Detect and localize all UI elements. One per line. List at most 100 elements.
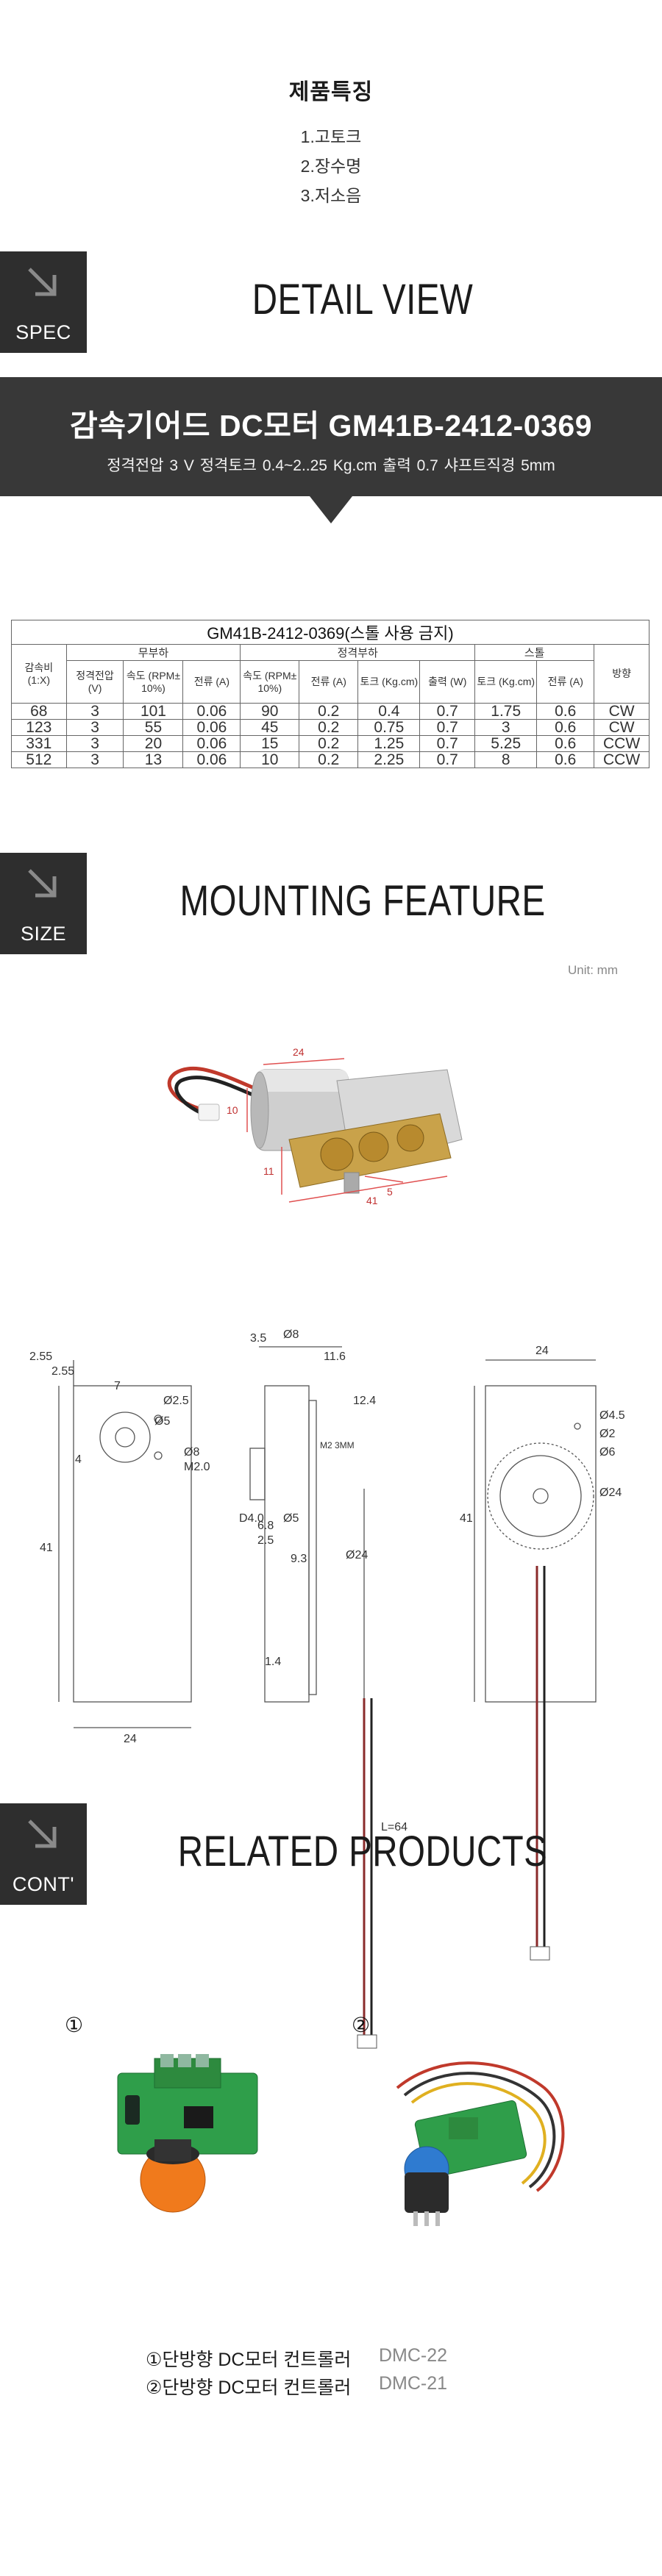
dimension-label: 11.6: [324, 1350, 346, 1363]
table-cell: 0.2: [299, 735, 359, 752]
dimension-label: Ø4.5: [599, 1409, 625, 1422]
section-tag: SPEC: [0, 251, 87, 353]
section-tag: SIZE: [0, 853, 87, 954]
dimension-label: 4: [75, 1453, 82, 1466]
dimension-label: Ø2.5: [163, 1395, 189, 1407]
table-cell: 68: [11, 703, 67, 720]
dimension-label: 9.3: [291, 1553, 307, 1565]
table-cell: 0.06: [182, 703, 241, 720]
table-cell: 3: [65, 735, 124, 752]
table-cell: 3: [65, 751, 124, 768]
table-cell: 0.7: [419, 703, 476, 720]
table-cell: CCW: [594, 735, 649, 752]
section-title: RELATED PRODUCTS: [177, 1828, 548, 1875]
table-cell: 3: [65, 719, 124, 736]
table-cell: 0.6: [536, 751, 595, 768]
section-tag: CONT': [0, 1803, 87, 1905]
spec-table: GM41B-2412-0369(스톨 사용 금지) 감속비 (1:X) 무부하 …: [11, 620, 649, 768]
unit-label: Unit: mm: [568, 963, 618, 977]
features-section: 제품특징 1.고토크 2.장수명 3.저소음: [0, 74, 662, 210]
header-direction: 방향: [594, 644, 649, 704]
dimension-label: Ø8: [283, 1328, 299, 1341]
subheader: 전류 (A): [299, 660, 359, 704]
table-cell: 5.25: [474, 735, 538, 752]
table-cell: 15: [240, 735, 300, 752]
table-cell: 0.4: [357, 703, 421, 720]
table-cell: 0.2: [299, 751, 359, 768]
dimension-label: Ø24: [346, 1549, 368, 1561]
product-name[interactable]: ①단방향 DC모터 컨트롤러: [146, 2350, 352, 2370]
table-caption: GM41B-2412-0369(스톨 사용 금지): [11, 620, 649, 645]
dimension-label: 3.5: [250, 1332, 266, 1345]
table-cell: 3: [474, 719, 538, 736]
banner-subtitle: 정격전압 3 V 정격토크 0.4~2..25 Kg.cm 출력 0.7 샤프트…: [107, 457, 555, 474]
table-cell: CW: [594, 703, 649, 720]
table-cell: 123: [11, 719, 67, 736]
product-image-dmc21[interactable]: [353, 2044, 581, 2235]
feature-item: 2.장수명: [300, 157, 362, 176]
list-item[interactable]: ①단방향 DC모터 컨트롤러 DMC-22: [0, 2345, 662, 2370]
dimension-label: D4.0: [239, 1512, 264, 1525]
product-code: DMC-22: [379, 2345, 448, 2366]
table-cell: 2.25: [357, 751, 421, 768]
table-cell: 0.06: [182, 719, 241, 736]
product-image-dmc22[interactable]: [103, 2044, 272, 2228]
table-cell: 0.6: [536, 719, 595, 736]
product-marker: ②: [352, 2014, 371, 2036]
table-cell: 45: [240, 719, 300, 736]
dimension-label: Ø5: [154, 1415, 170, 1428]
product-name[interactable]: ②단방향 DC모터 컨트롤러: [146, 2378, 352, 2398]
table-cell: 20: [123, 735, 184, 752]
product-banner: 감속기어드 DC모터 GM41B-2412-0369 정격전압 3 V 정격토크…: [0, 377, 662, 496]
header-stall: 스톨: [474, 644, 595, 661]
dimension-label: 41: [460, 1512, 473, 1525]
feature-item: 3.저소음: [300, 186, 362, 205]
product-marker: ①: [65, 2014, 84, 2036]
dimension-label: Ø24: [599, 1486, 622, 1499]
dimension-label: 7: [114, 1380, 121, 1392]
table-cell: 0.6: [536, 703, 595, 720]
section-header-related: CONT' RELATED PRODUCTS: [0, 1803, 662, 1905]
dimension-label: 10: [227, 1104, 238, 1116]
product-code: DMC-21: [379, 2373, 448, 2394]
dimension-label: 41: [366, 1195, 378, 1206]
header-no-load: 무부하: [65, 644, 241, 661]
arrow-down-right-icon: [28, 1820, 57, 1848]
dimension-label: 24: [293, 1046, 305, 1058]
subheader: 전류 (A): [182, 660, 241, 704]
dimension-label: Ø8: [184, 1446, 199, 1459]
section-tag-label: SIZE: [20, 923, 66, 945]
section-tag-label: CONT': [12, 1873, 75, 1895]
section-header-size: SIZE MOUNTING FEATURE: [0, 853, 662, 954]
table-cell: 3: [65, 703, 124, 720]
list-item[interactable]: ②단방향 DC모터 컨트롤러 DMC-21: [0, 2373, 662, 2398]
table-cell: CCW: [594, 751, 649, 768]
table-cell: 0.2: [299, 703, 359, 720]
table-cell: 90: [240, 703, 300, 720]
section-title: MOUNTING FEATURE: [179, 877, 546, 925]
dimension-label: M2 3MM: [320, 1440, 355, 1450]
dimension-label: 2.55: [29, 1350, 52, 1363]
table-cell: 0.75: [357, 719, 421, 736]
dimension-label: 41: [40, 1542, 53, 1554]
table-cell: CW: [594, 719, 649, 736]
dimension-label: 1.4: [265, 1656, 281, 1668]
section-header-spec: SPEC DETAIL VIEW: [0, 251, 662, 353]
table-cell: 101: [123, 703, 184, 720]
header-rated: 정격부하: [240, 644, 476, 661]
header-ratio: 감속비 (1:X): [11, 644, 67, 704]
table-cell: 1.75: [474, 703, 538, 720]
dimension-label: 12.4: [353, 1395, 376, 1407]
subheader: 전류 (A): [536, 660, 595, 704]
section-title: DETAIL VIEW: [252, 276, 474, 323]
dimension-label: L=64: [381, 1821, 407, 1833]
table-cell: 8: [474, 751, 538, 768]
subheader: 속도 (RPM± 10%): [240, 660, 300, 704]
table-cell: 0.2: [299, 719, 359, 736]
subheader: 출력 (W): [419, 660, 476, 704]
section-tag-label: SPEC: [15, 321, 71, 343]
